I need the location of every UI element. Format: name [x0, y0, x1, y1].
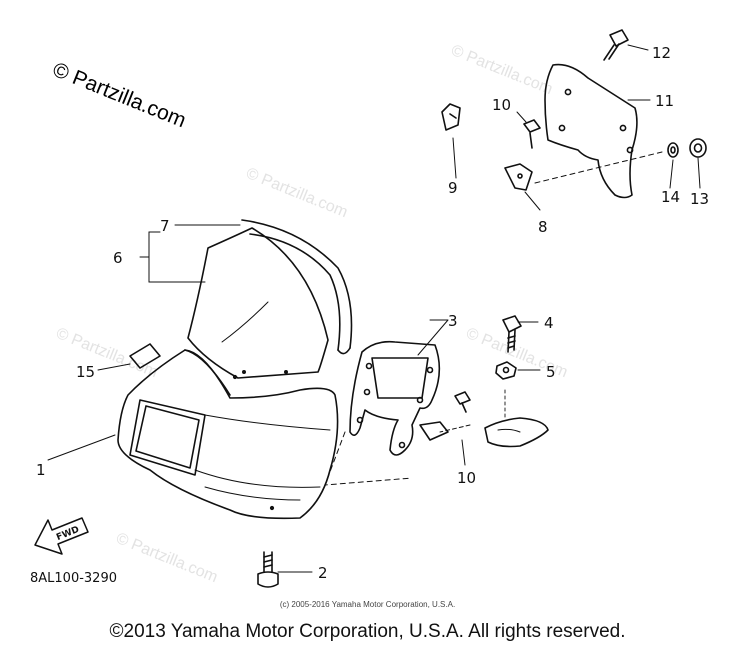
callout-10-lower: 10 [457, 469, 476, 487]
emblem-plate [129, 343, 161, 369]
small-bracket [504, 163, 533, 191]
bolt-top [603, 29, 629, 61]
washer [667, 142, 679, 158]
callout-10-upper: 10 [492, 96, 511, 114]
stay-plate [544, 63, 638, 199]
callout-4: 4 [544, 314, 554, 332]
fwd-arrow-icon: FWD [34, 517, 89, 555]
callout-1: 1 [36, 461, 46, 479]
bolt-bottom [257, 551, 279, 588]
callout-12: 12 [652, 44, 671, 62]
windshield-trim [241, 219, 353, 355]
leader-lines [47, 44, 701, 573]
mounting-plate [484, 389, 549, 448]
collar-nut [689, 138, 707, 158]
callout-9: 9 [448, 179, 458, 197]
nut [495, 361, 517, 380]
callout-5: 5 [546, 363, 556, 381]
callout-3: 3 [448, 312, 458, 330]
callout-7: 7 [160, 217, 170, 235]
fine-print-copyright: (c) 2005-2016 Yamaha Motor Corporation, … [279, 600, 456, 609]
clip [441, 103, 461, 131]
callout-2: 2 [318, 564, 328, 582]
footer-copyright: ©2013 Yamaha Motor Corporation, U.S.A. A… [109, 621, 626, 642]
screw-lower [454, 391, 471, 413]
stay-bracket [349, 340, 449, 456]
callout-14: 14 [661, 188, 680, 206]
callout-6: 6 [113, 249, 123, 267]
callout-13: 13 [690, 190, 709, 208]
diagram-part-number: 8AL100-3290 [30, 571, 117, 586]
cowling [117, 349, 339, 520]
windshield [187, 227, 329, 379]
callout-11: 11 [655, 92, 674, 110]
callout-8: 8 [538, 218, 548, 236]
bolt [502, 315, 522, 353]
screw-upper [523, 119, 541, 149]
callout-15: 15 [76, 363, 95, 381]
